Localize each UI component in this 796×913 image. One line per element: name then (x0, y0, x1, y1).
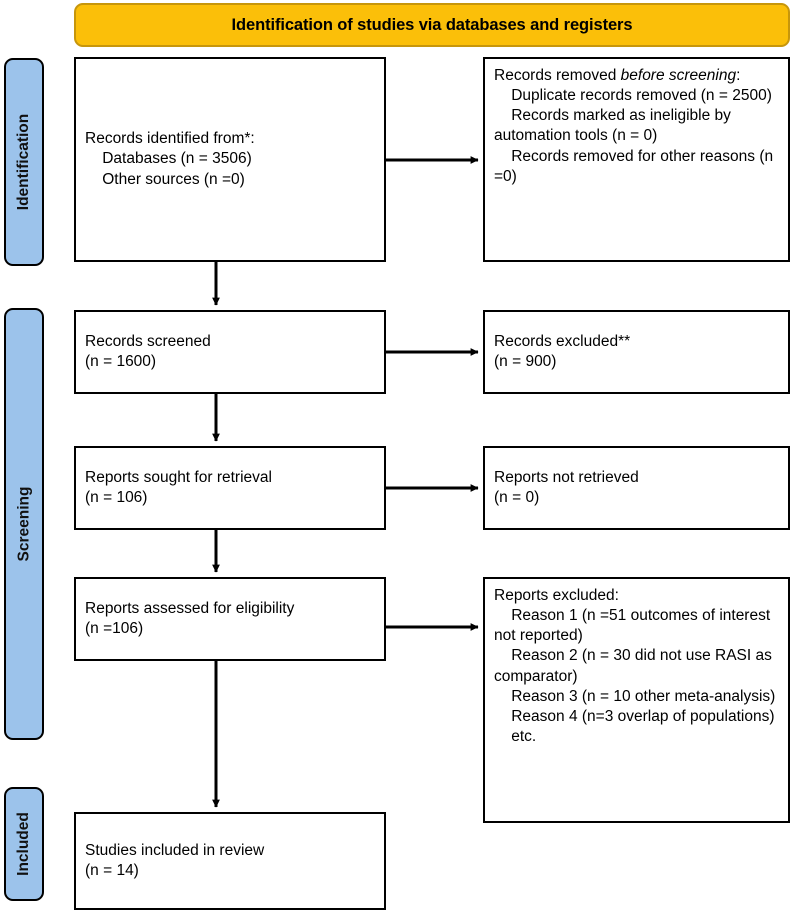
box-records-identified: Records identified from*: Databases (n =… (74, 57, 386, 262)
box-records-screened: Records screened (n = 1600) (74, 310, 386, 394)
stage-label-included-text: Included (15, 812, 33, 876)
box-reports-excluded-text: Reports excluded: Reason 1 (n =51 outcom… (494, 587, 776, 745)
box-reports-excluded: Reports excluded: Reason 1 (n =51 outcom… (483, 577, 790, 823)
box-records-removed-items: Duplicate records removed (n = 2500) Rec… (494, 87, 774, 185)
removed-lead-tail: : (736, 67, 741, 84)
removed-lead-text: Records removed (494, 67, 621, 84)
box-records-screened-text: Records screened (n = 1600) (85, 332, 211, 370)
stage-label-included: Included (4, 787, 44, 901)
box-reports-sought-text: Reports sought for retrieval (n = 106) (85, 468, 272, 506)
box-records-identified-text: Records identified from*: Databases (n =… (85, 130, 255, 188)
box-records-excluded-text: Records excluded** (n = 900) (494, 332, 631, 370)
stage-label-screening-text: Screening (15, 486, 33, 562)
box-studies-included-text: Studies included in review (n = 14) (85, 841, 265, 879)
box-reports-assessed-for-eligibility: Reports assessed for eligibility (n =106… (74, 577, 386, 661)
box-records-excluded: Records excluded** (n = 900) (483, 310, 790, 394)
removed-lead-italic: before screening (620, 67, 737, 84)
phase-banner-title: Identification of studies via databases … (231, 15, 633, 34)
box-reports-assessed-text: Reports assessed for eligibility (n =106… (85, 599, 295, 637)
box-reports-sought-for-retrieval: Reports sought for retrieval (n = 106) (74, 446, 386, 530)
box-records-removed-before-screening: Records removed before screening: Duplic… (483, 57, 790, 262)
phase-banner-identification: Identification of studies via databases … (74, 3, 790, 47)
stage-label-identification: Identification (4, 58, 44, 266)
box-reports-not-retrieved: Reports not retrieved (n = 0) (483, 446, 790, 530)
box-reports-not-retrieved-text: Reports not retrieved (n = 0) (494, 468, 639, 506)
stage-label-screening: Screening (4, 308, 44, 740)
stage-label-identification-text: Identification (15, 113, 33, 211)
box-records-removed-lead: Records removed before screening: (494, 66, 779, 86)
box-studies-included-in-review: Studies included in review (n = 14) (74, 812, 386, 910)
